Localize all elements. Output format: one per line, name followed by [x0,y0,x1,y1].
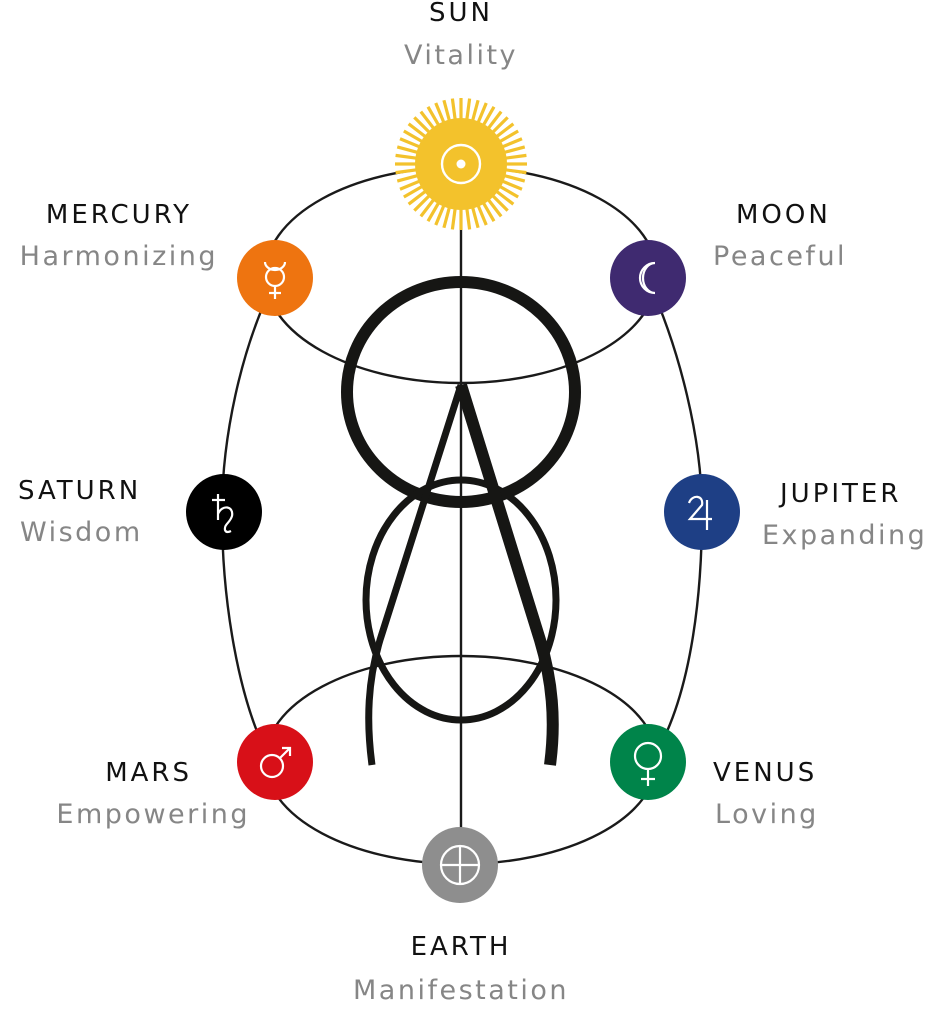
sun-node [395,98,527,230]
sun-name: SUN [429,0,493,28]
moon-quality: Peaceful [713,241,848,272]
figure-legs [365,383,465,766]
venus-node [610,724,686,800]
earth-quality: Manifestation [353,975,569,1006]
saturn-quality: Wisdom [20,517,143,548]
mercury-label: MERCURY Harmonizing [0,202,218,270]
sun-quality: Vitality [403,40,519,71]
mercury-name: MERCURY [45,200,192,230]
sun-label: SUN Vitality [381,0,541,69]
moon-label: MOON Peaceful [713,202,913,270]
earth-symbol-icon [439,844,481,886]
venus-symbol-icon [633,741,663,786]
figure-legs-right [455,383,559,766]
jupiter-quality: Expanding [762,520,928,551]
venus-quality: Loving [715,799,819,830]
central-figure [341,276,581,766]
mars-quality: Empowering [56,799,250,830]
mercury-quality: Harmonizing [19,241,218,272]
venus-label: VENUS Loving [713,760,873,828]
mars-symbol-icon [259,746,292,779]
mars-name: MARS [105,758,192,788]
jupiter-name: JUPITER [780,479,902,509]
saturn-node [186,474,262,550]
earth-name: EARTH [410,932,512,962]
figure-body-loop [362,476,560,724]
jupiter-node [664,474,740,550]
mars-label: MARS Empowering [30,760,250,828]
jupiter-label: JUPITER Expanding [762,481,940,549]
saturn-symbol-icon [212,494,234,534]
venus-name: VENUS [713,758,818,788]
sun-symbol-icon [440,143,482,185]
moon-name: MOON [736,200,831,230]
jupiter-symbol-icon [687,495,712,530]
figure-head-circle [341,276,581,508]
earth-label: EARTH Manifestation [320,934,602,1004]
mercury-symbol-icon [263,261,287,299]
moon-symbol-icon [638,261,656,295]
moon-node [610,240,686,316]
earth-node [422,827,498,903]
saturn-label: SATURN Wisdom [18,478,188,546]
mars-node [237,724,313,800]
mercury-node [237,240,313,316]
saturn-name: SATURN [18,476,142,506]
